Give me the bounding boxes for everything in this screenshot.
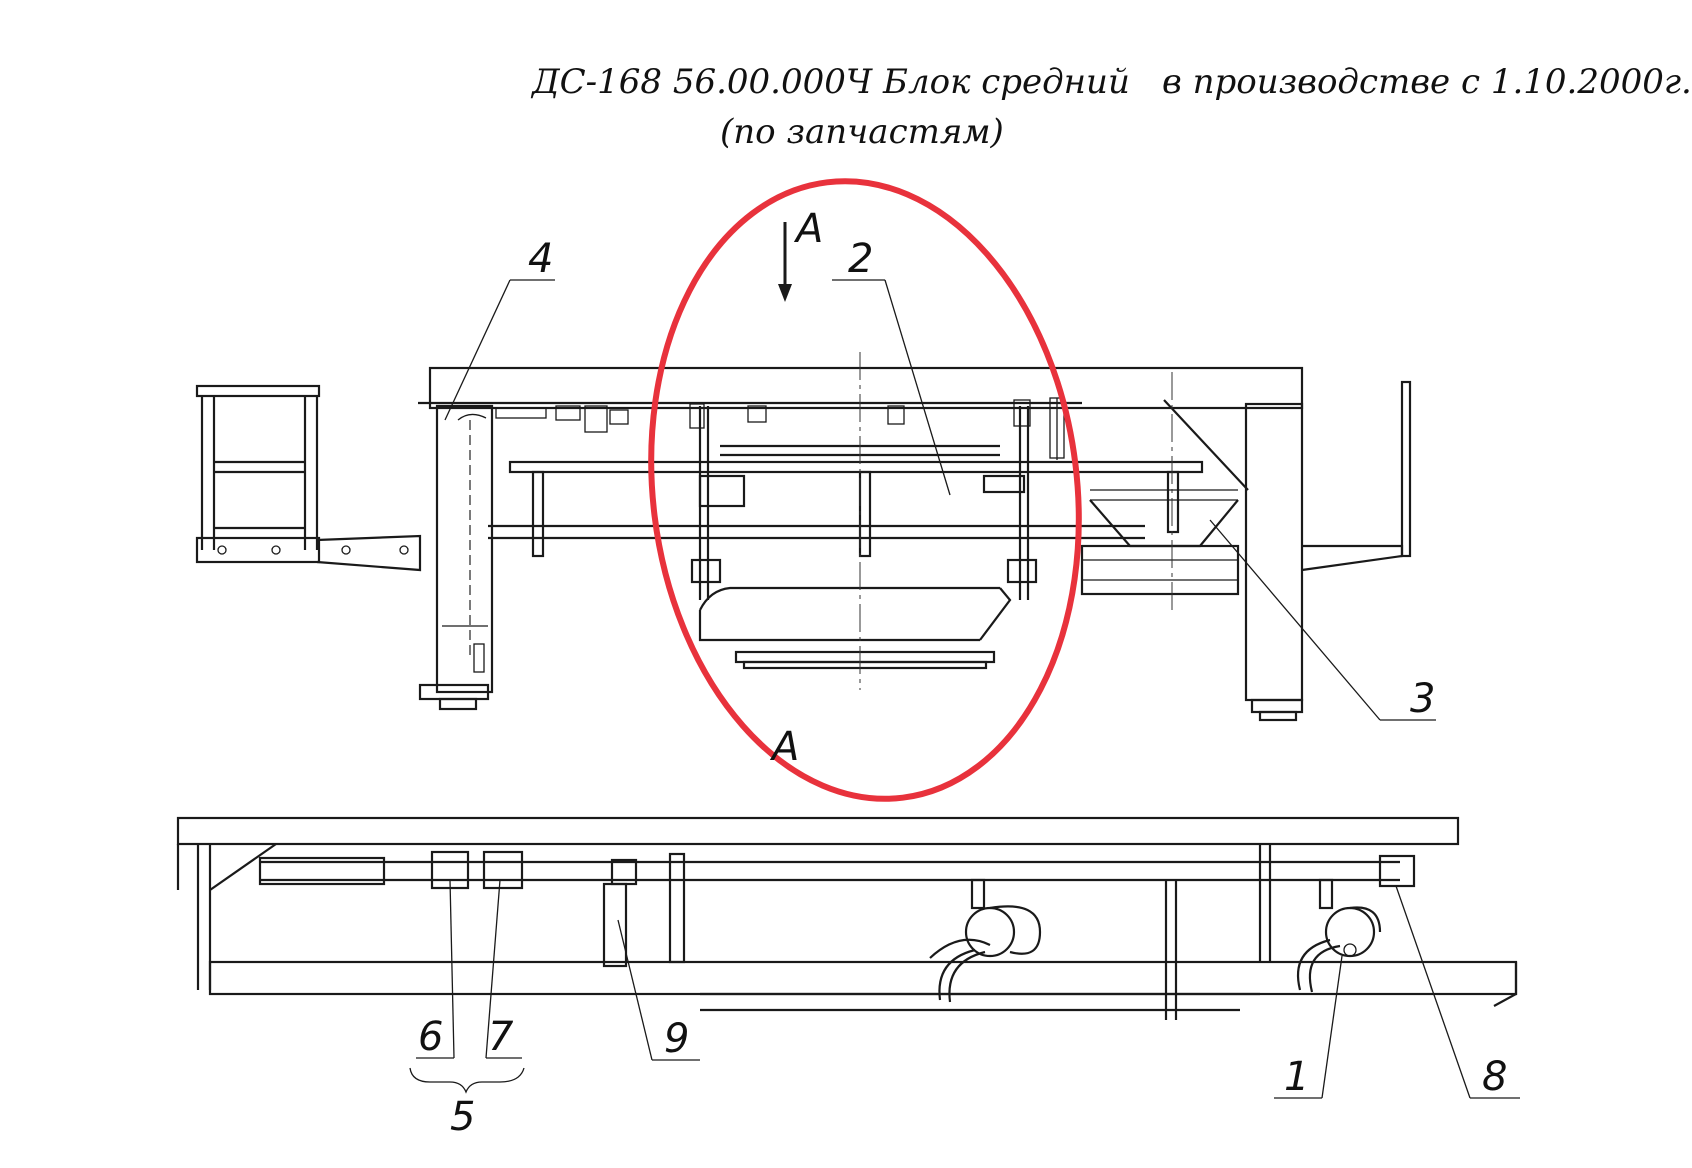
deck-plate [428,366,1304,410]
highlight-ellipse [648,178,1082,802]
left-platform [195,384,422,572]
callout-9: 9 [664,1016,689,1062]
valve-7 [482,850,524,890]
arrow-label: A [793,206,823,252]
callout-2: 2 [848,236,873,282]
callout-leaders [409,279,1520,1099]
drawing-subtitle: (по запчастям) [720,112,1004,152]
callout-6: 6 [418,1014,443,1060]
middle-block [488,352,1204,690]
view-arrow [778,222,792,302]
callout-8: 8 [1482,1054,1507,1100]
callout-4: 4 [528,236,553,282]
drawing-title: ДС-168 56.00.000Ч Блок средний [532,62,1130,102]
right-section [1080,372,1412,722]
view-a [176,816,1518,1020]
top-assembly-view [195,352,1412,722]
view-label: A [769,724,799,770]
callout-3: 3 [1410,676,1435,722]
callout-7: 7 [488,1014,514,1060]
fitting-9 [602,882,628,968]
callout-1: 1 [1284,1054,1309,1100]
callout-5: 5 [450,1094,475,1140]
air-tanks [929,878,1382,1020]
production-note: в производстве с 1.10.2000г. [1162,62,1692,102]
top-pipework [495,397,1065,460]
connector-8 [1378,854,1416,888]
left-column [418,404,494,711]
